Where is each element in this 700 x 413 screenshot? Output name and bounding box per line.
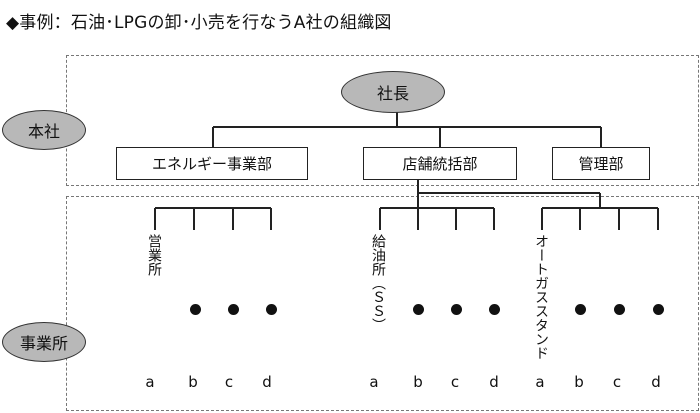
site-label-b: b [574, 373, 584, 391]
ellipsis-dot [227, 304, 239, 315]
ellipsis-dot [652, 304, 664, 315]
auto-gas-stand-label: オートガススタンド [533, 234, 549, 360]
site-label-b: b [413, 373, 423, 391]
store-management-box: 店舗統括部 [363, 147, 517, 180]
business-sites-label: 事業所 [2, 322, 86, 362]
energy-division-box: エネルギー事業部 [116, 147, 308, 180]
site-label-a: a [145, 373, 155, 391]
site-label-a: a [535, 373, 545, 391]
gas-station-label: 給油所（ＳＳ） [370, 234, 386, 332]
site-label-d: d [651, 373, 661, 391]
administration-box: 管理部 [552, 147, 650, 180]
ellipsis-dot [574, 304, 586, 315]
ellipsis-dot [488, 304, 500, 315]
site-label-c: c [224, 373, 234, 391]
business-sites-region [66, 196, 699, 411]
site-label-d: d [489, 373, 499, 391]
ellipsis-dot [450, 304, 462, 315]
site-label-c: c [450, 373, 460, 391]
sales-office-label: 営業所 [146, 234, 162, 276]
diagram-title: ◆事例：石油･LPGの卸･小売を行なうA社の組織図 [6, 13, 392, 33]
site-label-a: a [369, 373, 379, 391]
site-label-c: c [612, 373, 622, 391]
ellipsis-dot [412, 304, 424, 315]
ellipsis-dot [265, 304, 277, 315]
ellipsis-dot [189, 304, 201, 315]
ellipsis-dot [613, 304, 625, 315]
site-label-b: b [188, 373, 198, 391]
site-label-d: d [262, 373, 272, 391]
ceo-node: 社長 [341, 71, 445, 113]
head-office-label: 本社 [2, 110, 86, 150]
